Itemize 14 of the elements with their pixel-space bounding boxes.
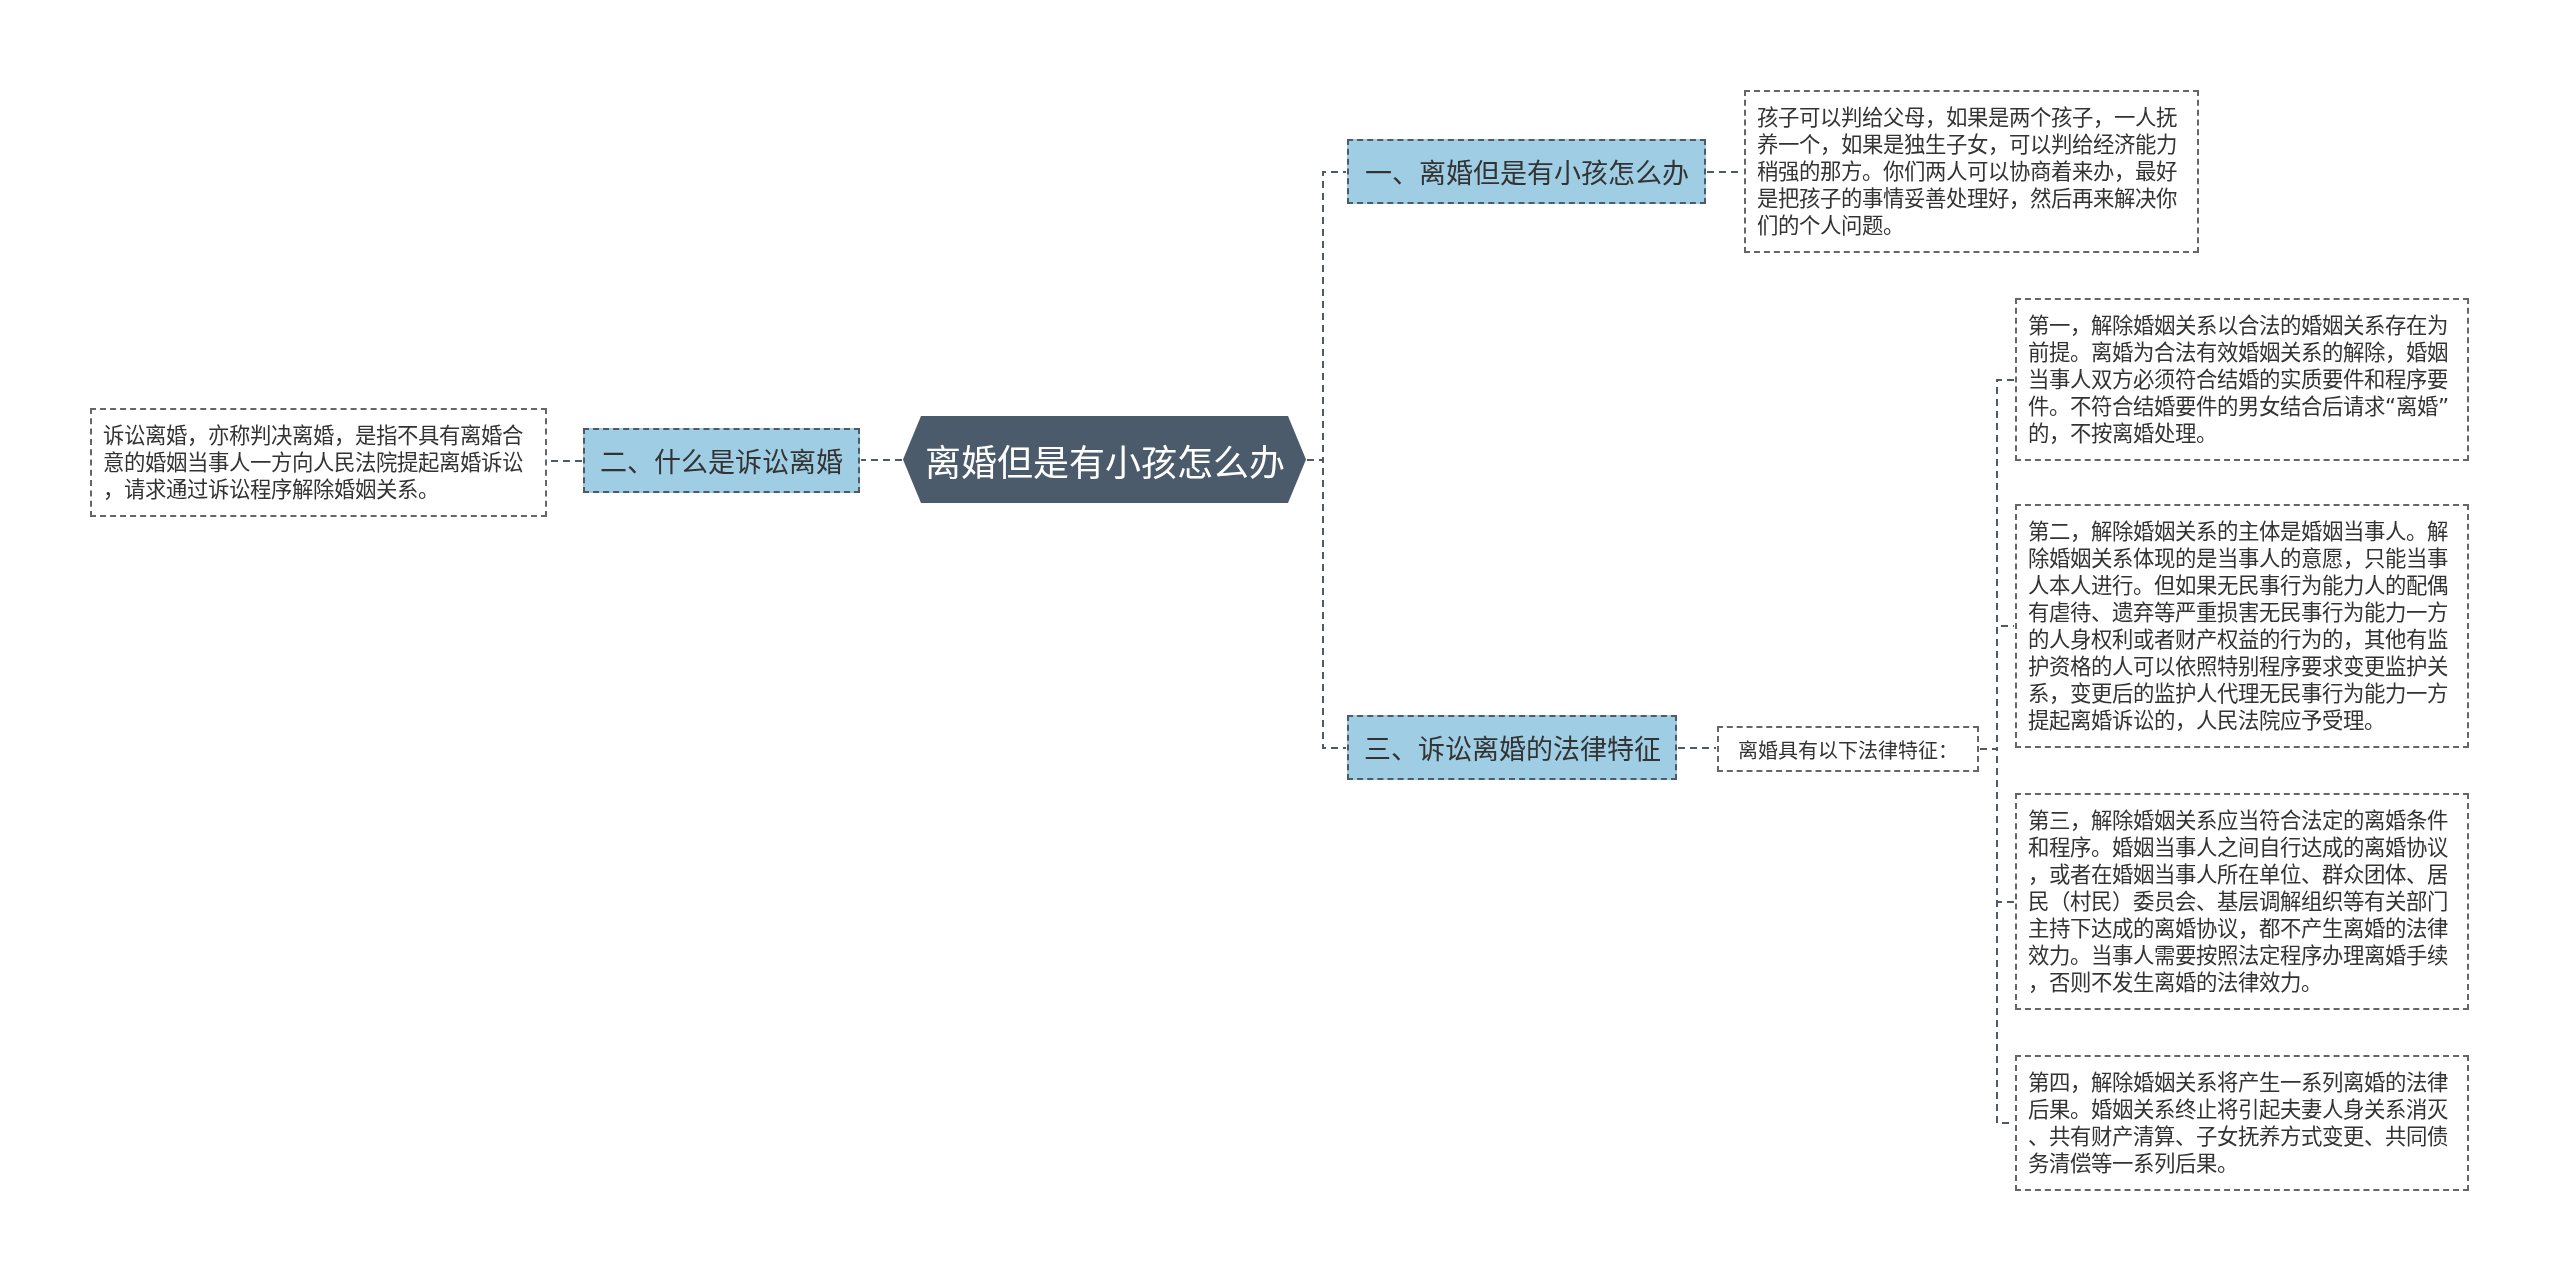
note-box: 离婚具有以下法律特征： [1717, 726, 1979, 772]
connector [1677, 747, 1717, 749]
note-box: 诉讼离婚，亦称判决离婚，是指不具有离婚合意的婚姻当事人一方向人民法院提起离婚诉讼，请求通过诉讼程序解除婚姻关系。 [90, 408, 547, 517]
topic-box: 三、诉讼离婚的法律特征 [1347, 715, 1677, 780]
note-box: 孩子可以判给父母，如果是两个孩子，一人抚养一个，如果是独生子女，可以判给经济能力稍强的那方。你们两人可以协商着来办，最好是把孩子的事情妥善处理好，然后再来解决你们的个人问题。 [1744, 90, 2199, 253]
note-box: 第四，解除婚姻关系将产生一系列离婚的法律后果。婚姻关系终止将引起夫妻人身关系消灭、共有财产清算、子女抚养方式变更、共同债务清偿等一系列后果。 [2015, 1055, 2469, 1191]
note-box: 第三，解除婚姻关系应当符合法定的离婚条件和程序。婚姻当事人之间自行达成的离婚协议，或者在婚姻当事人所在单位、群众团体、居民（村民）委员会、基层调解组织等有关部门主持下达成的离婚协议，都不产生离婚的法律效力。当事人需要按照法定程序办理离婚手续，否则不发生离婚的法律效力。 [2015, 793, 2469, 1010]
connector [1306, 459, 1347, 749]
central-topic: 离婚但是有小孩怎么办 [903, 416, 1306, 503]
note-box: 第二，解除婚姻关系的主体是婚姻当事人。解除婚姻关系体现的是当事人的意愿，只能当事人本人进行。但如果无民事行为能力人的配偶有虐待、遗弃等严重损害无民事行为能力一方的人身权利或者财产权益的行为的，其他有监护资格的人可以依照特别程序要求变更监护关系，变更后的监护人代理无民事行为能力一方提起离婚诉讼的，人民法院应予受理。 [2015, 504, 2469, 748]
topic-box: 一、离婚但是有小孩怎么办 [1347, 139, 1706, 204]
note-box: 第一，解除婚姻关系以合法的婚姻关系存在为前提。离婚为合法有效婚姻关系的解除，婚姻当事人双方必须符合结婚的实质要件和程序要件。不符合结婚要件的男女结合后请求“离婚”的，不按离婚处理。 [2015, 298, 2469, 461]
topic-box: 二、什么是诉讼离婚 [583, 428, 860, 493]
connector [860, 459, 903, 461]
